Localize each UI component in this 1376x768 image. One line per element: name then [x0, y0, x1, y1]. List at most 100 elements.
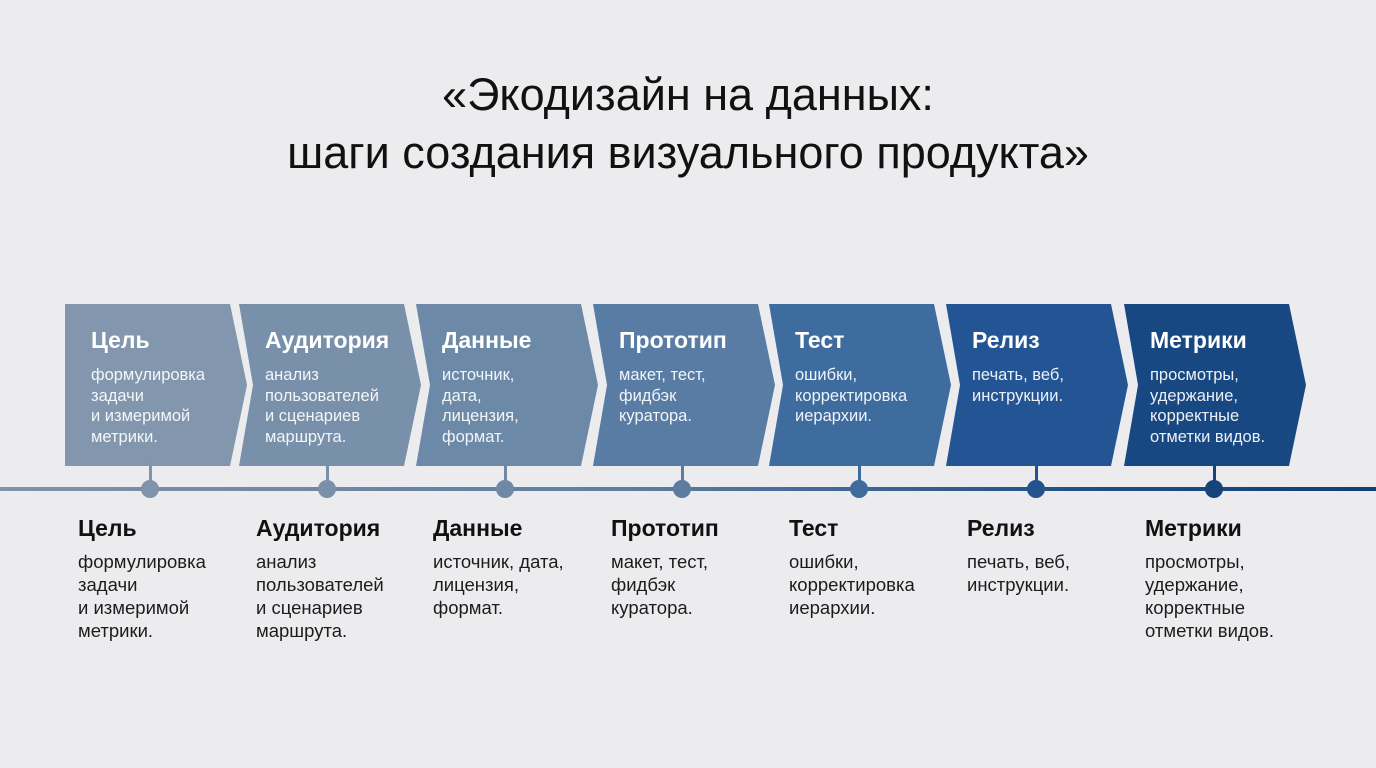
detail-title: Прототип	[611, 515, 719, 541]
chevron-step-3: Данные источник, дата, лицензия, формат.	[416, 304, 598, 466]
timeline-dot	[1027, 480, 1045, 498]
chevron-description: ошибки, корректировка иерархии.	[795, 365, 945, 427]
timeline-tick	[148, 462, 152, 486]
timeline-dot	[141, 480, 159, 498]
timeline-dot	[850, 480, 868, 498]
chevron-title: Метрики	[1150, 327, 1247, 353]
chevron-description-line: корректировка	[795, 386, 908, 405]
timeline-dot	[1205, 480, 1223, 498]
detail-title: Релиз	[967, 515, 1035, 541]
timeline-dot	[318, 480, 336, 498]
chevron-description-line: пользователей	[265, 386, 379, 405]
timeline-tick	[503, 462, 507, 486]
detail-description-line: задачи	[78, 574, 138, 595]
detail-description-line: печать, веб,	[967, 551, 1071, 572]
chevron-description-line: формат.	[442, 427, 505, 446]
detail-title: Аудитория	[256, 515, 381, 541]
detail-description: источник, дата,лицензия,формат.	[433, 550, 603, 619]
chevron-description-line: макет, тест,	[619, 366, 706, 384]
chevron-title: Релиз	[972, 327, 1040, 353]
detail-description-line: формулировка	[78, 551, 206, 572]
chevron-description-line: дата,	[442, 386, 482, 405]
chevron-description-line: маршрута.	[265, 427, 347, 446]
page-title-line-1: «Экодизайн на данных:	[442, 69, 934, 120]
chevron-description-line: иерархии.	[795, 407, 873, 425]
detail-description-line: анализ	[256, 551, 317, 572]
chevron-description-line: удержание,	[1150, 386, 1238, 405]
chevron-title: Цель	[91, 327, 150, 353]
chevron-description-line: ошибки,	[795, 366, 858, 384]
chevron-description: анализ пользователей и сценариев маршрута.	[265, 365, 415, 447]
chevron-step-6: Релиз печать, веб, инструкции.	[946, 304, 1128, 466]
page-title-line-2: шаги создания визуального продукта»	[287, 127, 1089, 178]
detail-description-line: корректировка	[789, 574, 915, 595]
chevron-description: источник, дата, лицензия, формат.	[442, 365, 592, 447]
chevron-description-line: источник,	[442, 366, 515, 384]
detail-description-line: метрики.	[78, 620, 154, 641]
detail-step-3: Данные источник, дата,лицензия,формат.	[433, 514, 603, 619]
chevron-description-line: лицензия,	[442, 407, 519, 425]
detail-description-line: отметки видов.	[1145, 620, 1275, 641]
detail-description-line: удержание,	[1145, 574, 1244, 595]
detail-description-line: просмотры,	[1145, 551, 1245, 572]
timeline-dot	[496, 480, 514, 498]
detail-description-line: формат.	[433, 597, 503, 618]
chevron-title: Тест	[795, 327, 845, 353]
chevron-description-line: печать, веб,	[972, 366, 1064, 384]
chevron-description-line: фидбэк	[619, 386, 677, 405]
detail-description-line: инструкции.	[967, 574, 1070, 595]
chevron-description-line: формулировка	[91, 366, 206, 384]
chevron-step-5: Тест ошибки, корректировка иерархии.	[769, 304, 951, 466]
detail-description-line: источник, дата,	[433, 551, 564, 572]
chevron-description-line: куратора.	[619, 407, 692, 425]
timeline-tick	[1034, 462, 1038, 486]
detail-title: Цель	[78, 515, 137, 541]
timeline-tick	[1212, 462, 1216, 486]
timeline-dot	[673, 480, 691, 498]
detail-description-line: ошибки,	[789, 551, 859, 572]
detail-description-line: пользователей	[256, 574, 384, 595]
detail-description-line: маршрута.	[256, 620, 348, 641]
chevron-title: Аудитория	[265, 327, 390, 353]
chevron-step-2: Аудитория анализ пользователей и сценариев м…	[239, 304, 421, 466]
detail-step-6: Релиз печать, веб,инструкции.	[967, 514, 1137, 596]
chevron-description-line: анализ	[265, 366, 319, 384]
timeline-tick	[680, 462, 684, 486]
detail-title: Метрики	[1145, 515, 1242, 541]
detail-description-line: и измеримой	[78, 597, 190, 618]
detail-title: Тест	[789, 515, 839, 541]
chevron-title: Прототип	[619, 327, 727, 353]
detail-description: печать, веб,инструкции.	[967, 550, 1137, 596]
chevron-description-line: и измеримой	[91, 407, 191, 425]
detail-description-line: лицензия,	[433, 574, 519, 595]
chevron-description-line: корректные	[1150, 407, 1240, 425]
chevron-title: Данные	[442, 327, 532, 353]
chevron-description-line: отметки видов.	[1150, 427, 1266, 446]
chevron-description: печать, веб, инструкции.	[972, 365, 1122, 406]
chevron-description: макет, тест, фидбэк куратора.	[619, 365, 769, 427]
detail-title: Данные	[433, 515, 523, 541]
detail-description-line: иерархии.	[789, 597, 876, 618]
timeline-tick	[857, 462, 861, 486]
chevron-description-line: и сценариев	[265, 407, 361, 425]
detail-description-line: куратора.	[611, 597, 693, 618]
timeline-tick	[325, 462, 329, 486]
detail-description-line: фидбэк	[611, 574, 676, 595]
chevron-description-line: инструкции.	[972, 386, 1064, 405]
chevron-description-line: метрики.	[91, 427, 158, 446]
chevron-step-4: Прототип макет, тест, фидбэк куратора.	[593, 304, 775, 466]
page-title: «Экодизайн на данных: шаги создания визу…	[0, 66, 1376, 182]
